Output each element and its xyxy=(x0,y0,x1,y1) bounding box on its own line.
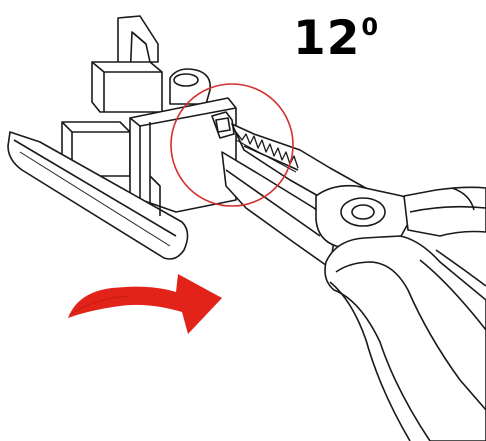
rotation-arrow xyxy=(68,274,222,334)
connector-housing xyxy=(7,15,237,260)
upper-block xyxy=(91,61,163,113)
upper-handle xyxy=(403,186,486,237)
angle-annotation: 12 0 xyxy=(293,14,378,64)
angle-degree-symbol: 0 xyxy=(361,13,379,41)
jaw-teeth xyxy=(235,131,299,169)
highlight-circle xyxy=(170,83,294,207)
pliers xyxy=(221,123,486,441)
lower-handle xyxy=(324,235,486,441)
pivot-knob xyxy=(169,68,212,105)
angle-value: 12 xyxy=(293,11,361,66)
